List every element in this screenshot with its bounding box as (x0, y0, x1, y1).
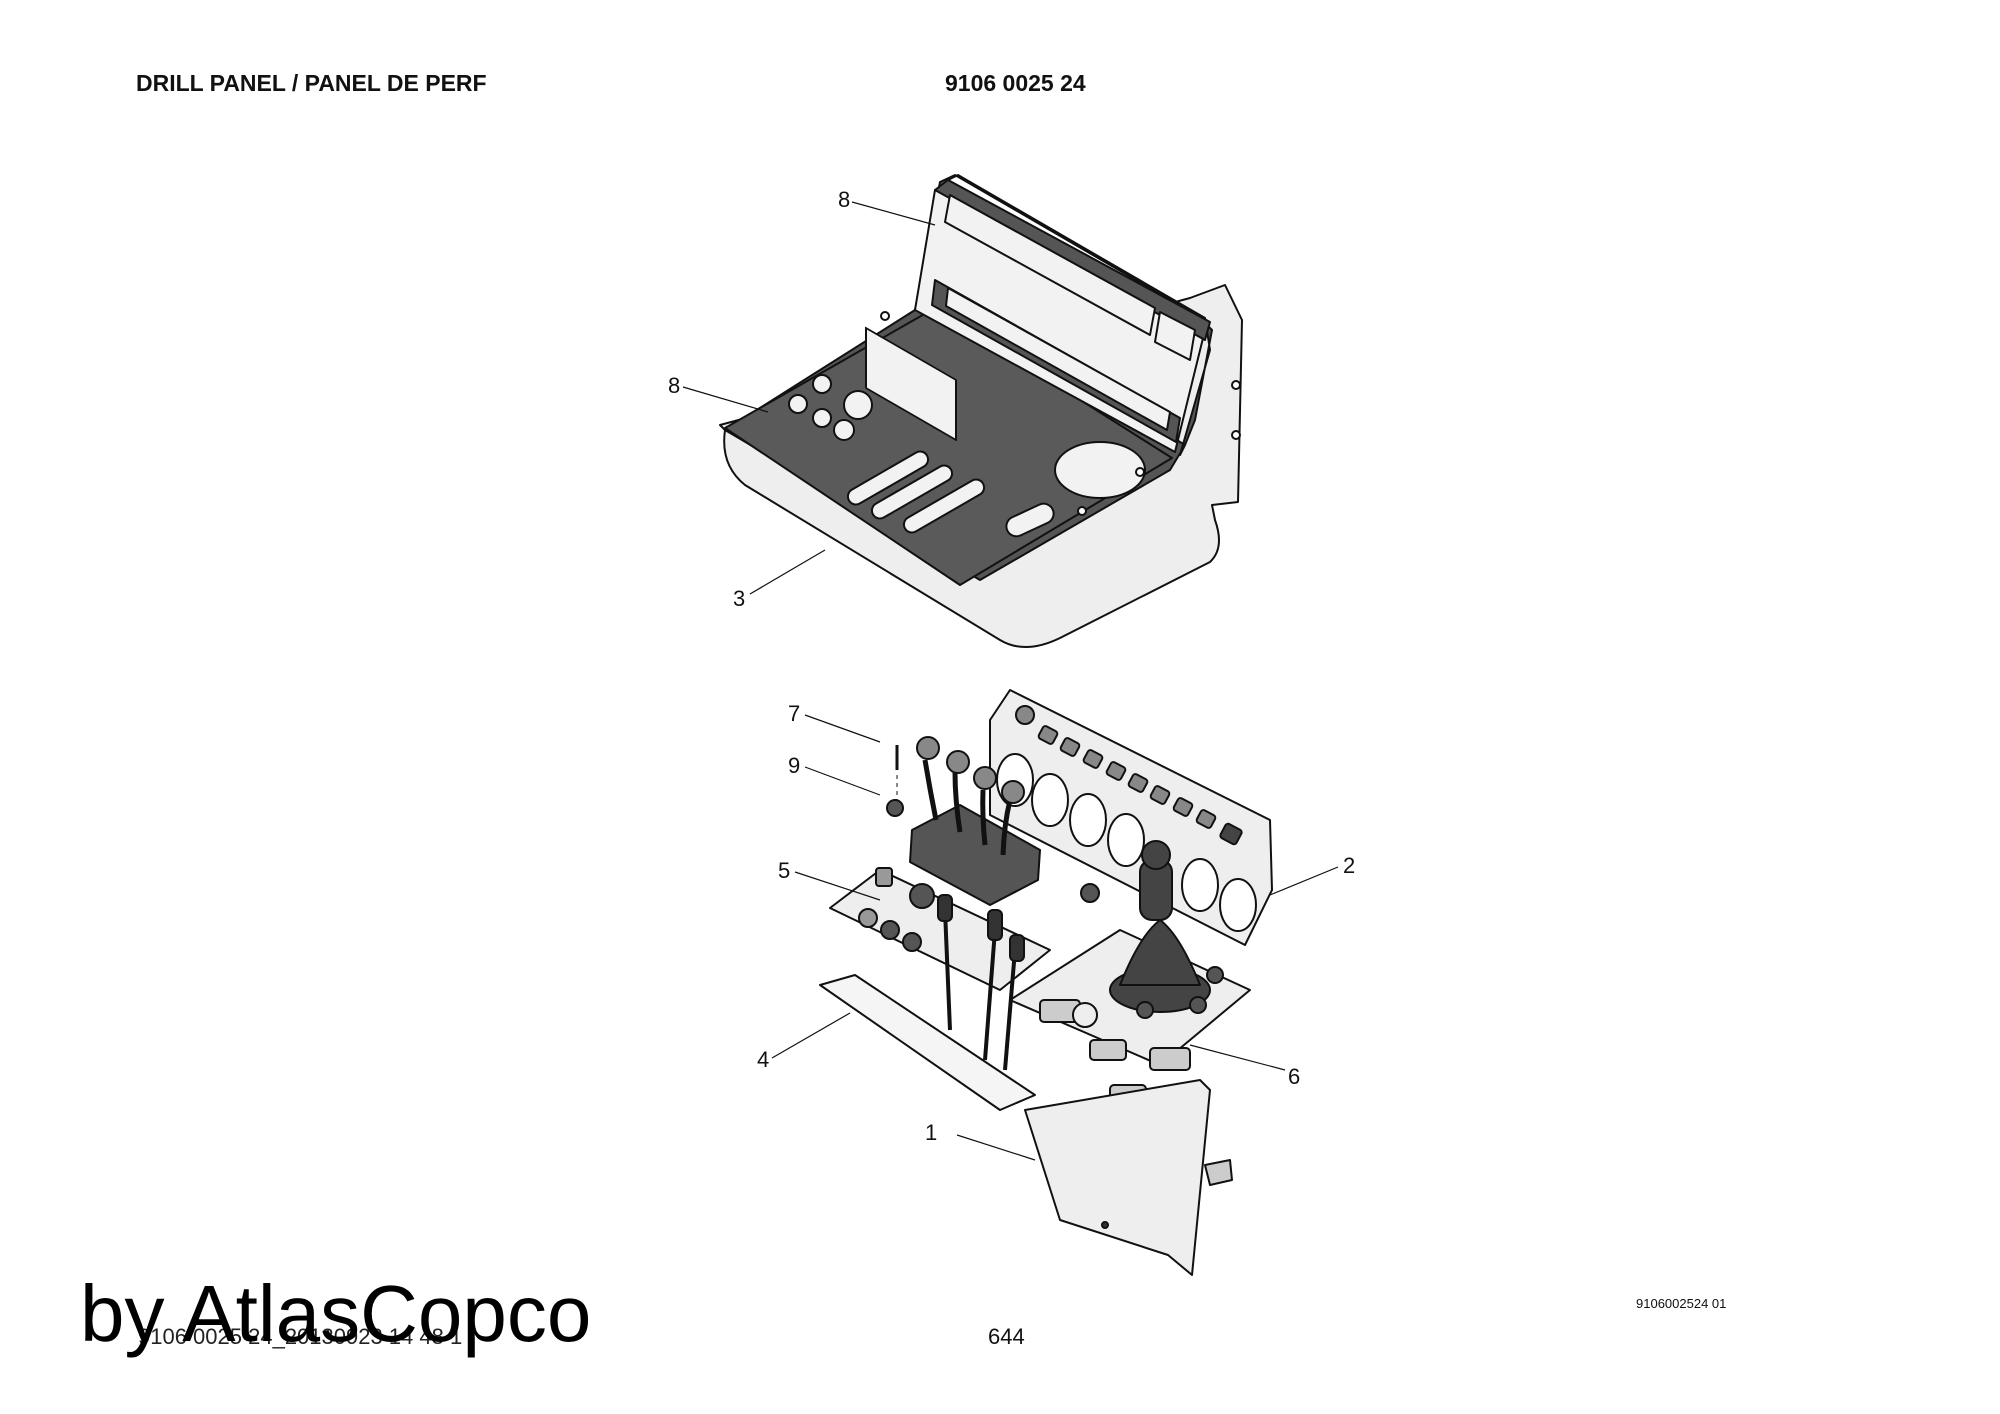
leader-lines (682, 201, 1339, 1161)
mounting-frame (1024, 1079, 1211, 1276)
cutout-hole (833, 419, 855, 441)
gauge (1181, 858, 1219, 912)
console-shell (719, 174, 1243, 649)
cutout-hole (812, 374, 832, 394)
callout-bottom-plate: 4 (757, 1047, 769, 1072)
page-title: DRILL PANEL / PANEL DE PERF (136, 70, 487, 96)
cutout-hole (812, 408, 832, 428)
callout-top-cover: 8 (838, 187, 850, 212)
deck-button (1136, 1001, 1154, 1019)
part-number: 9106 0025 24 (945, 70, 1086, 96)
bolt (1231, 430, 1241, 440)
joystick (1109, 840, 1211, 1013)
callout-valve: 6 (1288, 1064, 1300, 1089)
file-reference: 9106 0025 24_20130923 14 48 1 (138, 1324, 463, 1349)
bolt (1231, 380, 1241, 390)
bolt (1077, 506, 1087, 516)
hood-slot (1154, 311, 1196, 361)
lever-slot (902, 478, 986, 534)
switch-plate (829, 869, 1051, 991)
drawing-reference: 9106002524 01 (1636, 1296, 1727, 1311)
callout-nut: 9 (788, 753, 800, 778)
push-button (909, 883, 935, 909)
hood-window (944, 194, 1156, 336)
bolt (1101, 1221, 1109, 1229)
nut (886, 799, 904, 817)
callout-gauge-panel: 2 (1343, 853, 1355, 878)
push-button (880, 920, 900, 940)
page-number: 644 (988, 1324, 1025, 1349)
gauge (1031, 773, 1069, 827)
watermark: by AtlasCopco (80, 1269, 592, 1358)
cutout-hole (788, 394, 808, 414)
push-button (858, 908, 878, 928)
bolt (880, 311, 890, 321)
valve-block (909, 804, 1041, 906)
gauge (1069, 793, 1107, 847)
push-button (902, 932, 922, 952)
bolt (1135, 467, 1145, 477)
switch-slot (1005, 502, 1055, 538)
deck-button (1189, 996, 1207, 1014)
joystick-cutout (1054, 441, 1146, 499)
callout-top-plate: 8 (668, 373, 680, 398)
deck-button (1206, 966, 1224, 984)
lever-handles (916, 736, 1025, 856)
gauge (1107, 813, 1145, 867)
hood-lower-window (945, 287, 1171, 431)
switch-row (1037, 725, 1243, 846)
cutout-hole (843, 390, 873, 420)
rotary-switch (875, 867, 893, 887)
frame-bracket (1204, 1159, 1233, 1186)
lever-slot (870, 464, 954, 520)
gauge (1219, 878, 1257, 932)
control-assembly (819, 689, 1273, 1276)
lever-slot (846, 450, 930, 506)
callout-frame: 1 (925, 1120, 937, 1145)
deck-button (1080, 883, 1100, 903)
bottom-plate (819, 974, 1036, 1111)
callout-screw: 7 (788, 701, 800, 726)
display-cutout (865, 326, 957, 442)
lower-levers (937, 894, 1025, 1071)
callout-switch-plate: 5 (778, 858, 790, 883)
key-switch (1015, 705, 1035, 725)
callout-shell: 3 (733, 586, 745, 611)
